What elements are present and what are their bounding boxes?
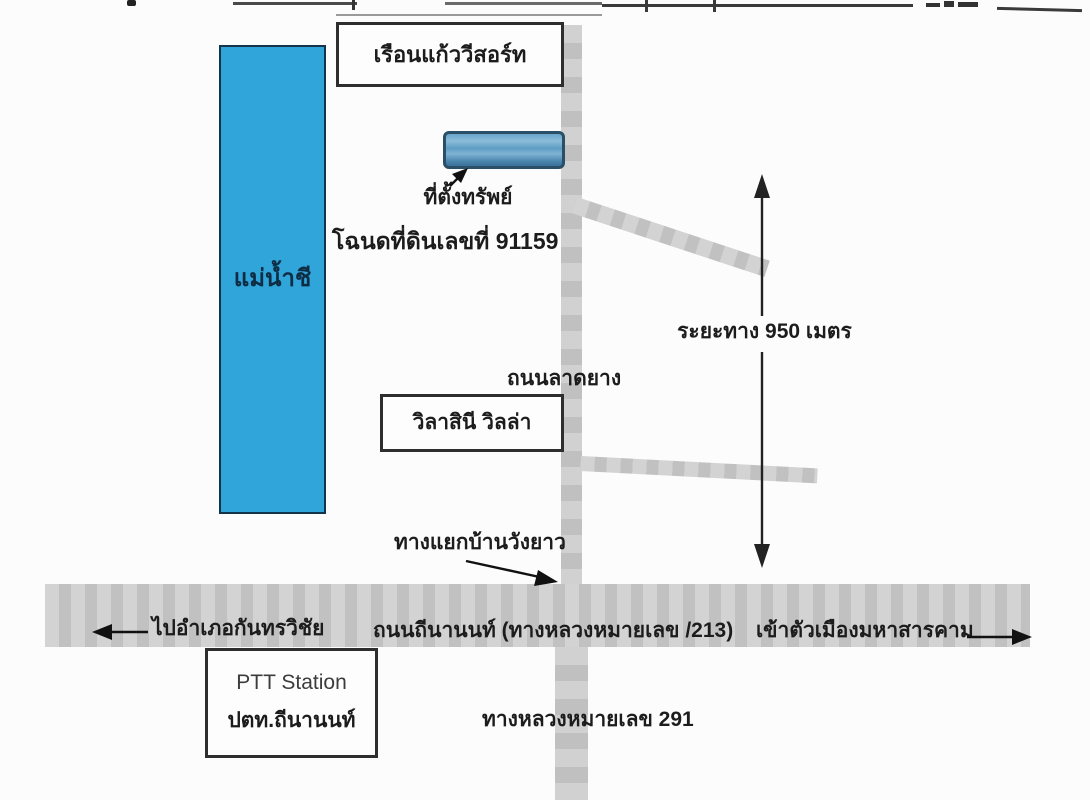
form-line-fragment bbox=[336, 14, 602, 16]
form-line-tick bbox=[352, 0, 355, 10]
form-line-fragment bbox=[233, 2, 357, 5]
property-location-bar bbox=[443, 131, 565, 169]
form-text-fragment bbox=[958, 2, 978, 7]
deed-number-label: โฉนดที่ดินเลขที่ 91159 bbox=[332, 228, 559, 254]
junction-pointer-arrow-icon bbox=[465, 559, 558, 586]
distance-label: ระยะทาง 950 เมตร bbox=[672, 318, 857, 347]
form-mark-dot bbox=[127, 0, 136, 6]
form-line-fragment bbox=[445, 2, 602, 5]
chi-river: แม่น้ำชี bbox=[219, 45, 326, 514]
resort-box: เรือนแก้ววีสอร์ท bbox=[336, 22, 564, 87]
highway-291-road bbox=[555, 647, 588, 800]
form-line-fragment bbox=[996, 6, 1083, 13]
form-text-fragment bbox=[944, 1, 954, 7]
diagonal-side-road bbox=[571, 197, 770, 277]
main-highway-213-road bbox=[45, 584, 1030, 647]
property-pointer-label: ที่ตั้งทรัพย์ bbox=[423, 186, 513, 209]
east-direction-label: เข้าตัวเมืองมหาสารคาม bbox=[756, 619, 974, 642]
main-road-label: ถนนถีนานนท์ (ทางหลวงหมายเลข /213) bbox=[373, 619, 734, 642]
resort-label: เรือนแก้ววีสอร์ท bbox=[373, 41, 527, 67]
west-direction-label: ไปอำเภอกันทรวิชัย bbox=[152, 617, 325, 640]
ptt-station-th-label: ปตท.ถีนานนท์ bbox=[227, 709, 356, 733]
north-south-road bbox=[561, 25, 582, 648]
villa-box: วิลาสินี วิลล่า bbox=[380, 394, 564, 452]
form-text-fragment bbox=[926, 3, 940, 7]
ptt-station-box: PTT Station ปตท.ถีนานนท์ bbox=[205, 648, 378, 758]
villa-label: วิลาสินี วิลล่า bbox=[412, 410, 532, 434]
paved-road-label: ถนนลาดยาง bbox=[507, 367, 622, 390]
ptt-station-en-label: PTT Station bbox=[236, 671, 347, 694]
river-label: แม่น้ำชี bbox=[233, 265, 312, 293]
form-line-tick bbox=[713, 0, 716, 12]
distance-double-arrow-icon bbox=[754, 174, 770, 568]
form-line-tick bbox=[645, 0, 648, 12]
highway-291-label: ทางหลวงหมายเลข 291 bbox=[482, 708, 694, 731]
junction-label: ทางแยกบ้านวังยาว bbox=[394, 531, 566, 554]
form-line-fragment bbox=[602, 4, 913, 7]
east-branch-road bbox=[580, 456, 818, 484]
